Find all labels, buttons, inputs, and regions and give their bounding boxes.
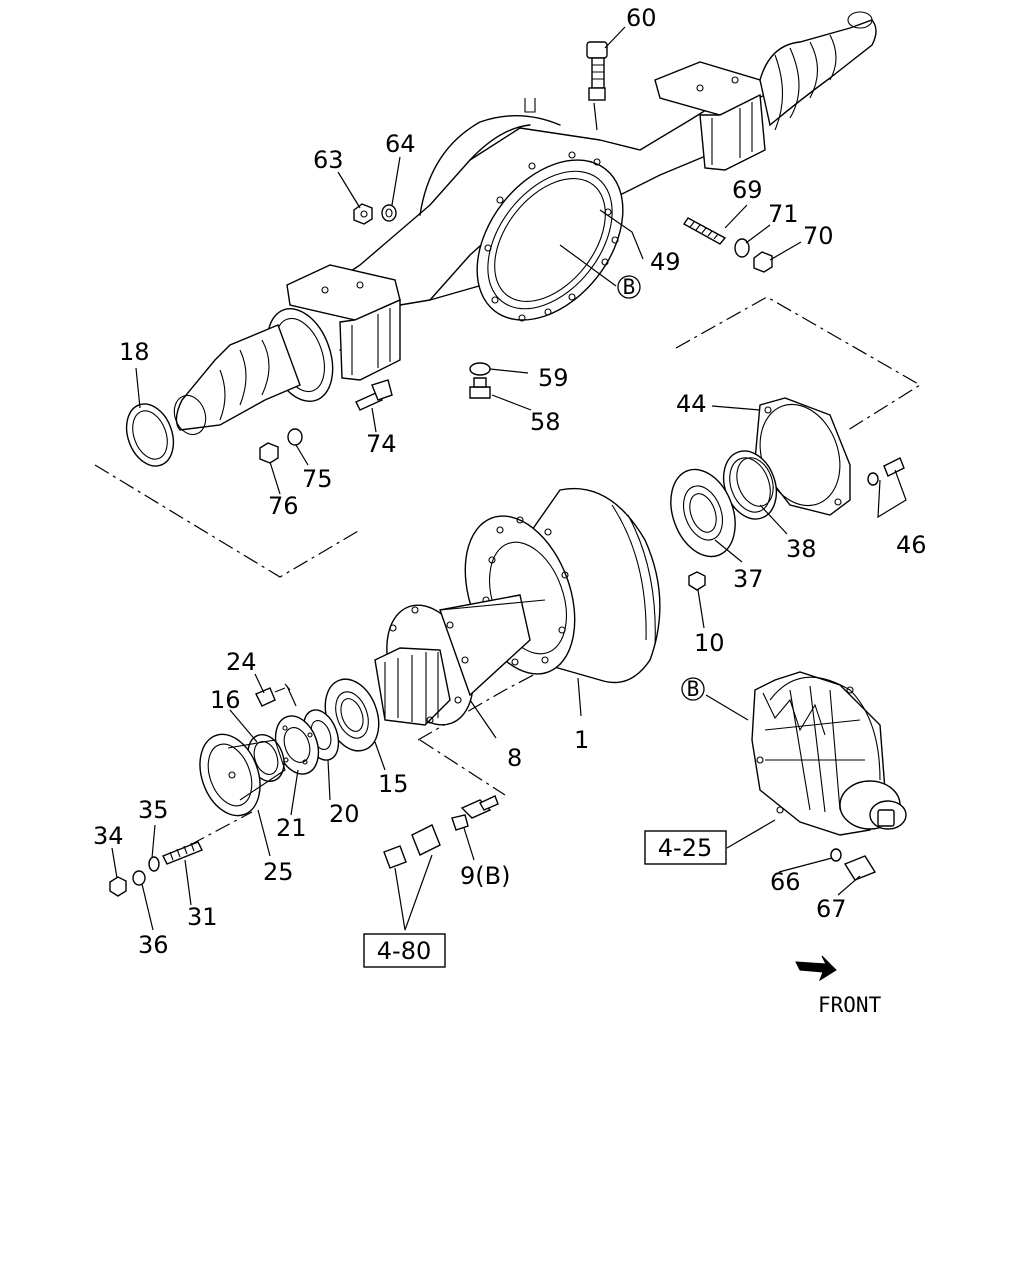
part-70-nut[interactable] [753,251,773,273]
part-58-drain-plug[interactable] [469,377,491,399]
part-15-outer-bearing[interactable] [316,672,388,759]
part-67-bolt[interactable] [843,855,877,881]
label-58: 58 [530,408,561,436]
part-66-washer[interactable] [830,848,842,862]
front-direction-arrow [795,955,837,982]
label-24: 24 [226,648,257,676]
circled-marker-b-upper: B [617,275,641,299]
part-36-washer[interactable] [132,870,146,886]
part-59-washer[interactable] [469,362,491,376]
label-70: 70 [803,222,834,250]
label-35: 35 [138,796,169,824]
label-74: 74 [366,430,397,458]
svg-text:B: B [687,677,700,701]
svg-text:B: B [623,275,636,299]
label-18: 18 [119,338,150,366]
svg-text:4-25: 4-25 [658,834,712,862]
label-60: 60 [626,4,657,32]
part-64-washer[interactable] [381,204,397,222]
label-49: 49 [650,248,681,276]
part-24-bolt[interactable] [255,683,291,707]
part-63-nut[interactable] [353,203,373,225]
axle-housing [173,11,877,436]
label-44: 44 [676,390,707,418]
label-59: 59 [538,364,569,392]
label-76: 76 [268,492,299,520]
label-36: 36 [138,931,169,959]
label-71: 71 [768,200,799,228]
label-46: 46 [896,531,927,559]
part-9b-valve-fittings[interactable] [383,795,499,869]
part-25-hub-cap[interactable] [189,726,286,824]
label-16: 16 [210,686,241,714]
label-31: 31 [187,903,218,931]
label-9b: 9(B) [460,862,510,890]
label-1: 1 [574,726,589,754]
part-74-bolt[interactable] [355,379,393,411]
label-69: 69 [732,176,763,204]
label-38: 38 [786,535,817,563]
label-10: 10 [694,629,725,657]
front-label: FRONT [818,993,882,1017]
part-75-lock-washer[interactable] [287,428,303,446]
label-64: 64 [385,130,416,158]
circled-marker-b-lower: B [681,677,705,701]
label-21: 21 [276,814,307,842]
label-67: 67 [816,895,847,923]
label-34: 34 [93,822,124,850]
label-75: 75 [302,465,333,493]
reference-box-4-25[interactable]: 4-25 [644,830,727,865]
reference-box-4-80[interactable]: 4-80 [363,933,446,968]
part-31-stud[interactable] [162,841,203,865]
part-46-bolt-washer[interactable] [867,457,905,486]
differential-carrier[interactable] [751,671,907,836]
part-76-nut[interactable] [259,442,279,464]
part-35-lock-washer[interactable] [148,856,160,872]
label-63: 63 [313,146,344,174]
part-34-nut[interactable] [109,876,127,897]
label-66: 66 [770,868,801,896]
svg-text:4-80: 4-80 [377,937,431,965]
part-18-oil-seal[interactable] [118,397,181,472]
label-37: 37 [733,565,764,593]
part-37-bearing[interactable] [659,460,746,565]
part-71-lock-washer[interactable] [734,238,750,258]
part-10-nut[interactable] [688,571,706,591]
label-25: 25 [263,858,294,886]
part-69-stud[interactable] [682,217,727,245]
label-15: 15 [378,770,409,798]
label-8: 8 [507,744,522,772]
leader-lines [111,26,907,931]
part-8-wheel-hub[interactable] [371,593,546,737]
callout-labels: 60 63 64 69 71 70 49 18 59 58 74 75 76 4… [93,4,927,959]
label-20: 20 [329,800,360,828]
part-60-breather-plug[interactable] [586,41,608,101]
